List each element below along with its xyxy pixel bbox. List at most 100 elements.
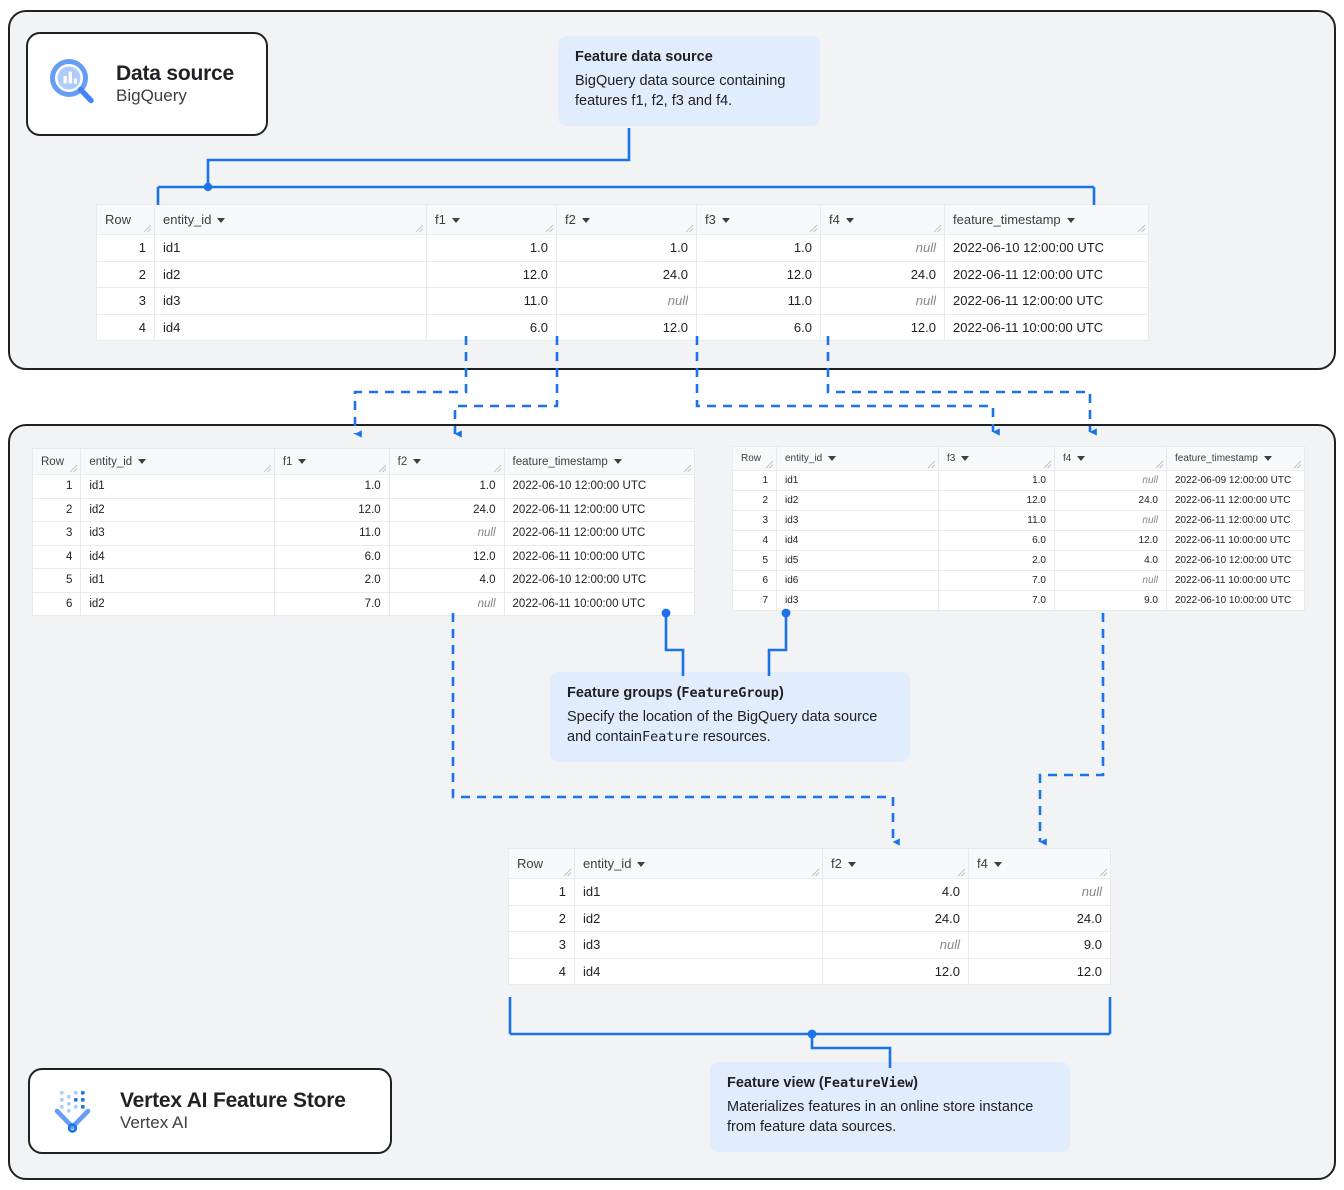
column-header-label: entity_id — [583, 856, 632, 871]
column-header-label: f4 — [1063, 453, 1072, 464]
cell-row: 4 — [732, 530, 777, 551]
column-header-feature_timestamp[interactable]: feature_timestamp — [1166, 446, 1305, 471]
cell-entity_id: id5 — [776, 550, 939, 571]
cell-f3: 12.0 — [696, 260, 821, 288]
column-header-f4[interactable]: f4 — [820, 204, 945, 235]
cell-entity_id: id4 — [80, 544, 275, 569]
cell-f1: 7.0 — [273, 591, 390, 616]
chevron-down-icon[interactable] — [1077, 455, 1086, 461]
cell-f3: 1.0 — [938, 470, 1055, 491]
column-header-f2[interactable]: f2 — [822, 848, 969, 879]
cell-f2: 24.0 — [822, 904, 969, 932]
cell-entity_id: id2 — [154, 260, 427, 288]
chevron-down-icon[interactable] — [217, 218, 226, 224]
cell-f4: null — [820, 234, 945, 262]
column-header-entity_id[interactable]: entity_id — [574, 848, 823, 879]
column-header-f4[interactable]: f4 — [968, 848, 1111, 879]
column-header-label: f2 — [831, 856, 842, 871]
column-header-feature_timestamp[interactable]: feature_timestamp — [944, 204, 1149, 235]
chevron-down-icon[interactable] — [451, 218, 460, 224]
chevron-down-icon[interactable] — [721, 218, 730, 224]
cell-f2: 1.0 — [388, 474, 505, 499]
column-header-row[interactable]: Row — [31, 448, 82, 475]
cell-f2: 24.0 — [556, 260, 697, 288]
chevron-down-icon[interactable] — [961, 455, 970, 461]
chevron-down-icon[interactable] — [847, 862, 856, 868]
callout-feature-data-source: Feature data source BigQuery data source… — [558, 36, 820, 126]
column-header-f2[interactable]: f2 — [556, 204, 697, 235]
column-header-feature_timestamp[interactable]: feature_timestamp — [503, 448, 696, 475]
cell-row: 4 — [31, 544, 82, 569]
cell-f2: 12.0 — [822, 957, 969, 985]
callout-title-code: FeatureGroup — [681, 685, 779, 701]
column-header-label: f1 — [435, 212, 446, 227]
card-subtitle: BigQuery — [116, 86, 187, 106]
column-resize-handle — [263, 464, 272, 473]
cell-feature_timestamp: 2022-06-11 12:00:00 UTC — [503, 521, 696, 546]
column-header-label: f4 — [977, 856, 988, 871]
column-header-f1[interactable]: f1 — [426, 204, 557, 235]
column-resize-handle — [415, 224, 424, 233]
cell-f1: 2.0 — [273, 568, 390, 593]
column-header-label: entity_id — [89, 455, 133, 468]
chevron-down-icon[interactable] — [845, 218, 854, 224]
column-header-label: f1 — [282, 455, 293, 468]
column-header-entity_id[interactable]: entity_id — [776, 446, 939, 471]
column-header-f1[interactable]: f1 — [273, 448, 390, 475]
chevron-down-icon[interactable] — [581, 218, 590, 224]
card-title: Vertex AI Feature Store — [120, 1088, 346, 1112]
chevron-down-icon[interactable] — [1263, 455, 1272, 461]
callout-title-paren: ) — [778, 685, 784, 701]
column-header-f4[interactable]: f4 — [1054, 446, 1167, 471]
column-header-row[interactable]: Row — [732, 446, 777, 471]
chevron-down-icon[interactable] — [138, 458, 147, 464]
chevron-down-icon[interactable] — [637, 862, 646, 868]
cell-f1: 1.0 — [426, 234, 557, 262]
column-header-row[interactable]: Row — [96, 204, 155, 235]
cell-row: 1 — [96, 234, 155, 262]
cell-feature_timestamp: 2022-06-10 10:00:00 UTC — [1166, 590, 1305, 611]
cell-f4: 9.0 — [1054, 590, 1167, 611]
chevron-down-icon[interactable] — [828, 455, 837, 461]
column-header-row[interactable]: Row — [508, 848, 575, 879]
chevron-down-icon[interactable] — [298, 458, 307, 464]
column-header-entity_id[interactable]: entity_id — [154, 204, 427, 235]
cell-row: 5 — [31, 568, 82, 593]
chevron-down-icon[interactable] — [413, 458, 422, 464]
chevron-down-icon[interactable] — [1066, 218, 1075, 224]
column-header-entity_id[interactable]: entity_id — [80, 448, 275, 475]
column-header-f3[interactable]: f3 — [696, 204, 821, 235]
column-resize-handle — [493, 464, 501, 473]
column-header-f2[interactable]: f2 — [388, 448, 505, 475]
column-header-f3[interactable]: f3 — [938, 446, 1055, 471]
cell-row: 1 — [31, 474, 82, 499]
chevron-down-icon[interactable] — [993, 862, 1002, 868]
cell-f1: 6.0 — [273, 544, 390, 569]
chevron-down-icon[interactable] — [613, 458, 622, 464]
